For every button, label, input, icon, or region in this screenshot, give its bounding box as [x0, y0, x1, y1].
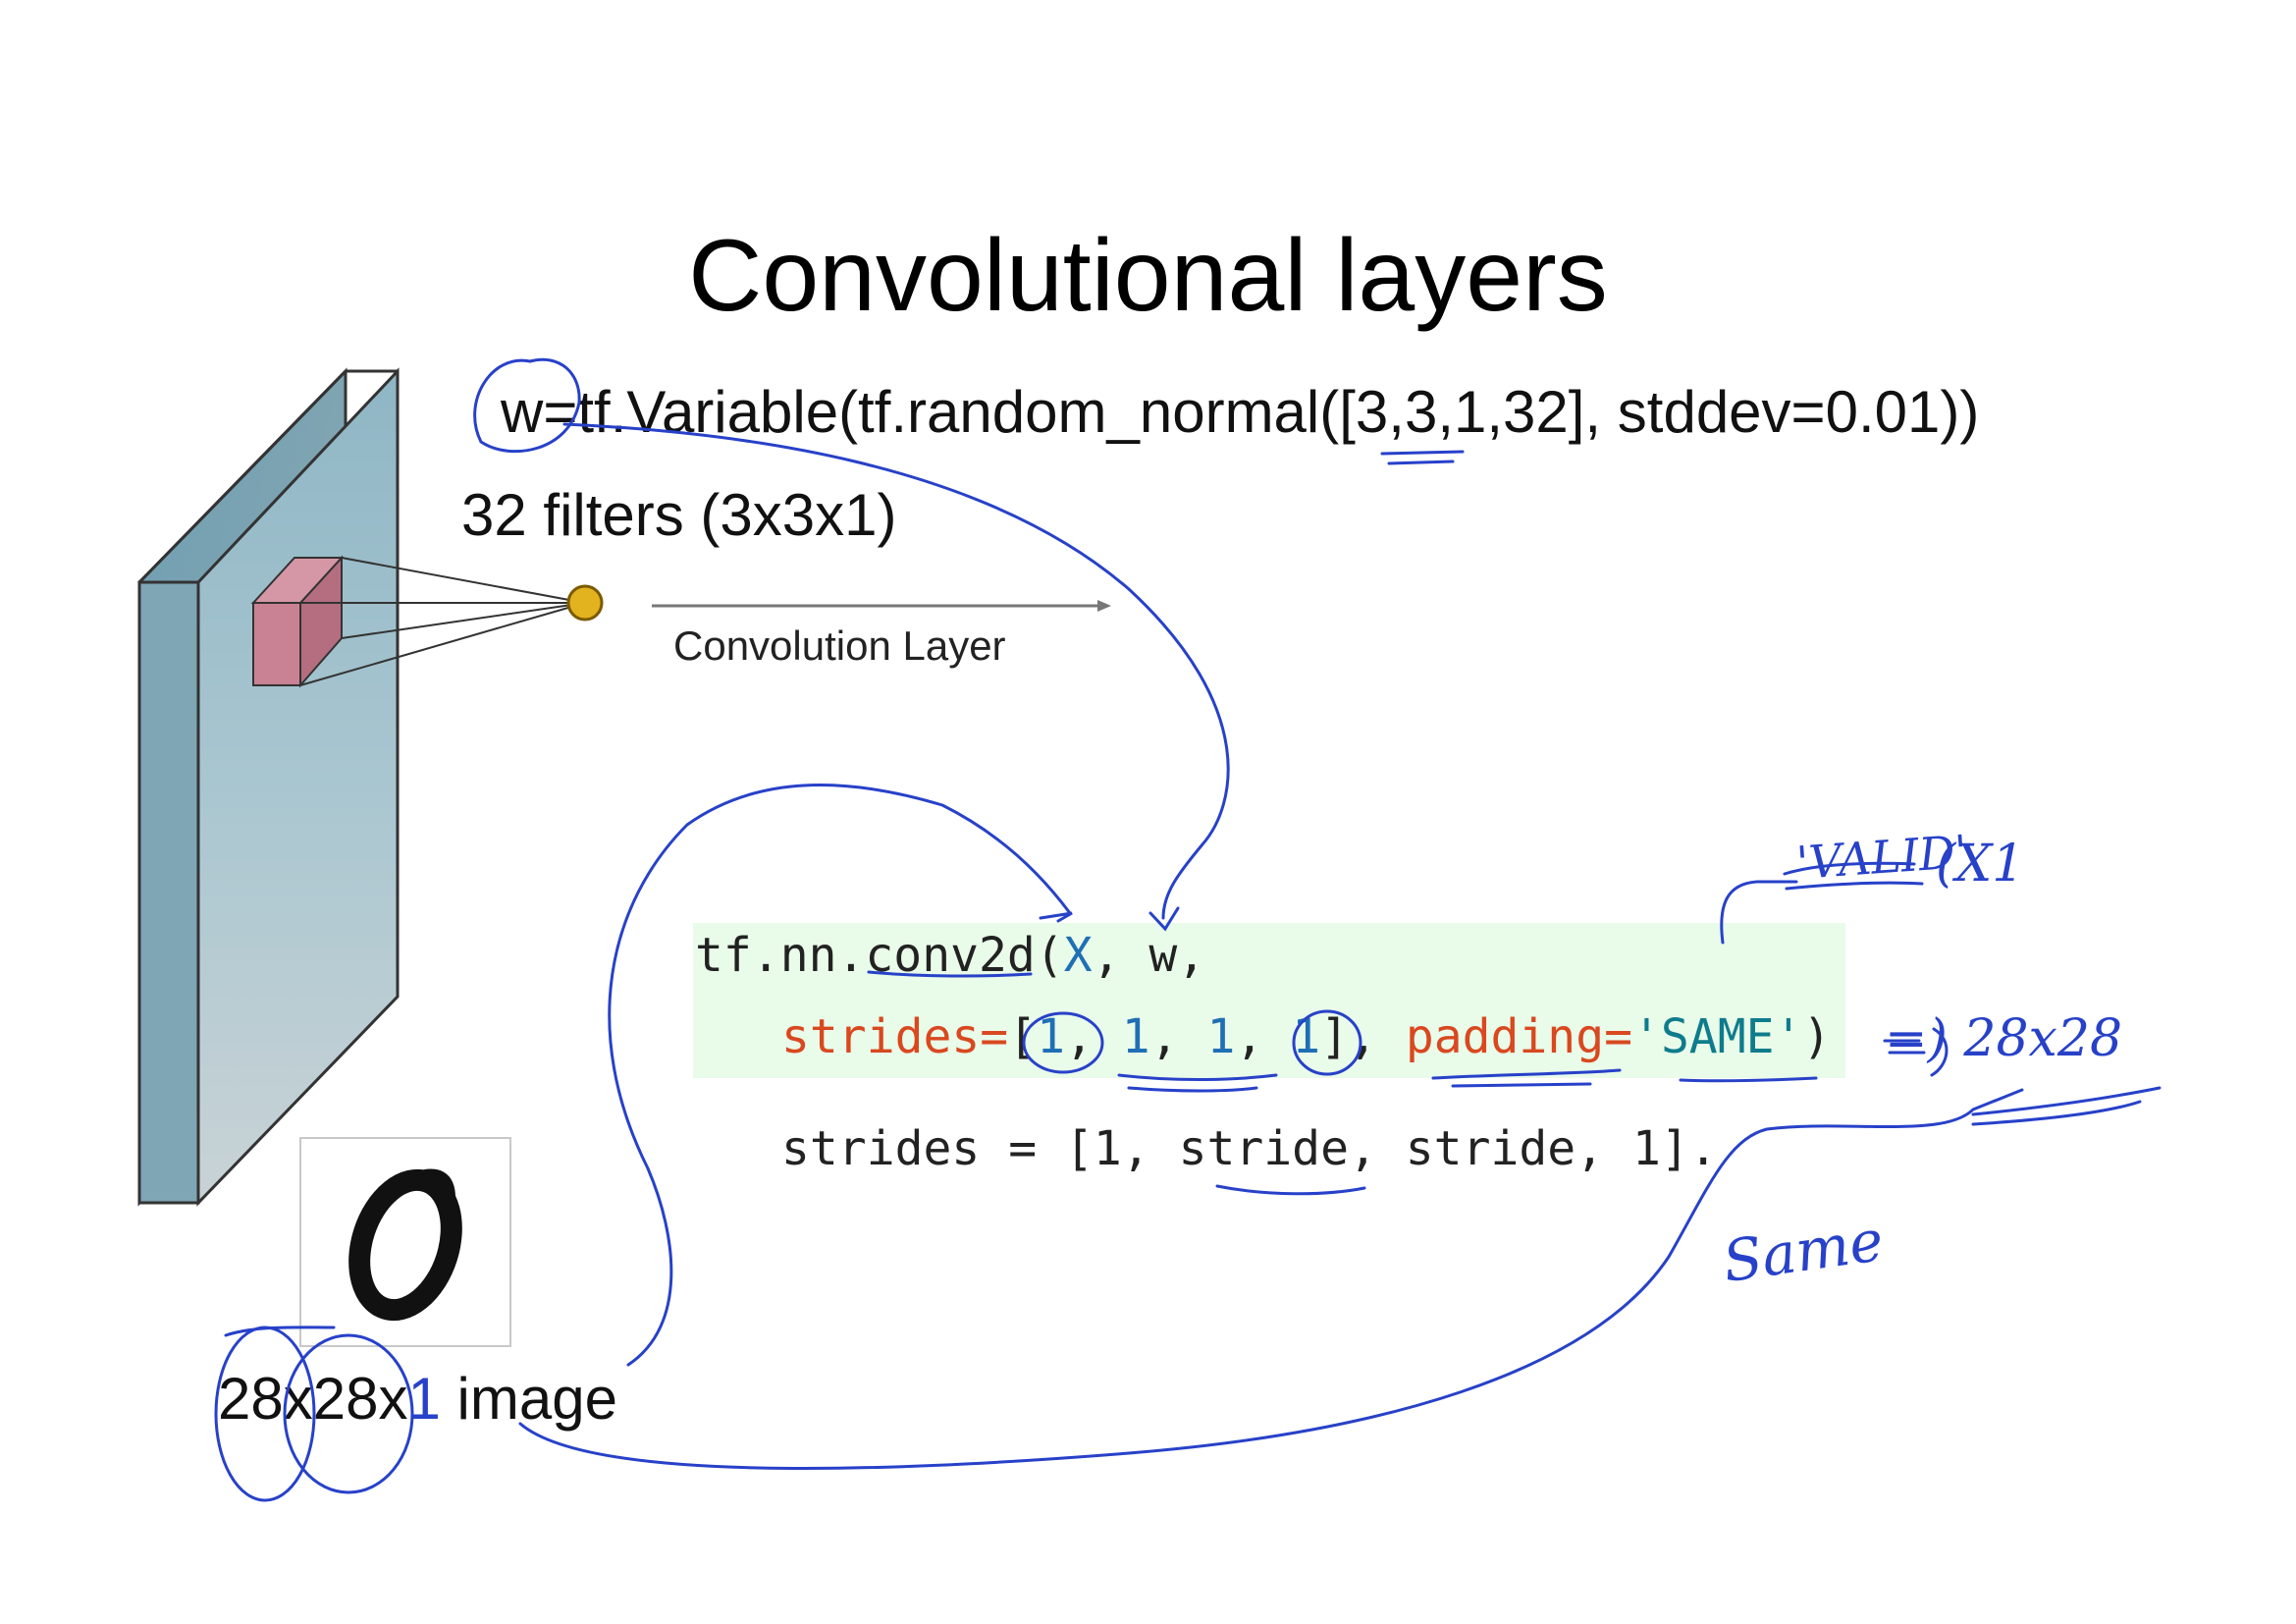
code-stride-v2: 1: [1121, 1009, 1150, 1064]
code-bracket-open: [: [1008, 1009, 1038, 1064]
code-x-arg: X: [1063, 928, 1093, 983]
slide-title: Convolutional layers: [688, 219, 1608, 333]
filters-caption: 32 filters (3x3x1): [461, 482, 897, 548]
ink-circle-28a: [214, 1326, 316, 1502]
ink-circle-w: [473, 357, 581, 454]
size-note: =) 28x28: [1885, 1009, 2123, 1068]
code-strides-key: strides=: [781, 1009, 1009, 1064]
code-sep-2: ,: [1149, 1009, 1207, 1064]
code-sep-3: ,: [1235, 1009, 1293, 1064]
code-padding-key: padding=: [1405, 1009, 1632, 1064]
code-line-3: strides = [1, stride, stride, 1].: [781, 1121, 1718, 1176]
code-padding-value: 'SAME': [1632, 1009, 1803, 1064]
code-stride-v3: 1: [1206, 1009, 1236, 1064]
variable-code-line: w=tf.Variable(tf.random_normal([3,3,1,32…: [501, 379, 1980, 445]
mnist-digit-image: [299, 1137, 511, 1347]
code-paren-close: ): [1802, 1009, 1832, 1064]
code-line-2: strides=[1, 1, 1, 1], padding='SAME'): [781, 1009, 1831, 1064]
code-sep-1: ,: [1065, 1009, 1122, 1064]
neuron-dot: [566, 584, 604, 622]
code-w-arg: , w,: [1092, 928, 1206, 983]
conv2d-code-block: [693, 923, 1845, 1078]
convolution-layer-label: Convolution Layer: [673, 623, 1006, 669]
ink-circle-28b: [283, 1333, 414, 1494]
ink-arrow-w-to-code: [562, 422, 1230, 920]
ink-circle-stride-1: [1022, 1011, 1104, 1074]
ink-curve-label-to-size: [518, 1088, 2024, 1470]
image-label-suffix: image: [440, 1366, 617, 1432]
panel-edge: [137, 580, 200, 1205]
ink-curve-image-to-x: [608, 784, 1072, 1367]
ink-circle-stride-4: [1292, 1009, 1362, 1076]
arrow-head: [1097, 600, 1111, 612]
x1-note: (X1: [1936, 835, 2025, 893]
